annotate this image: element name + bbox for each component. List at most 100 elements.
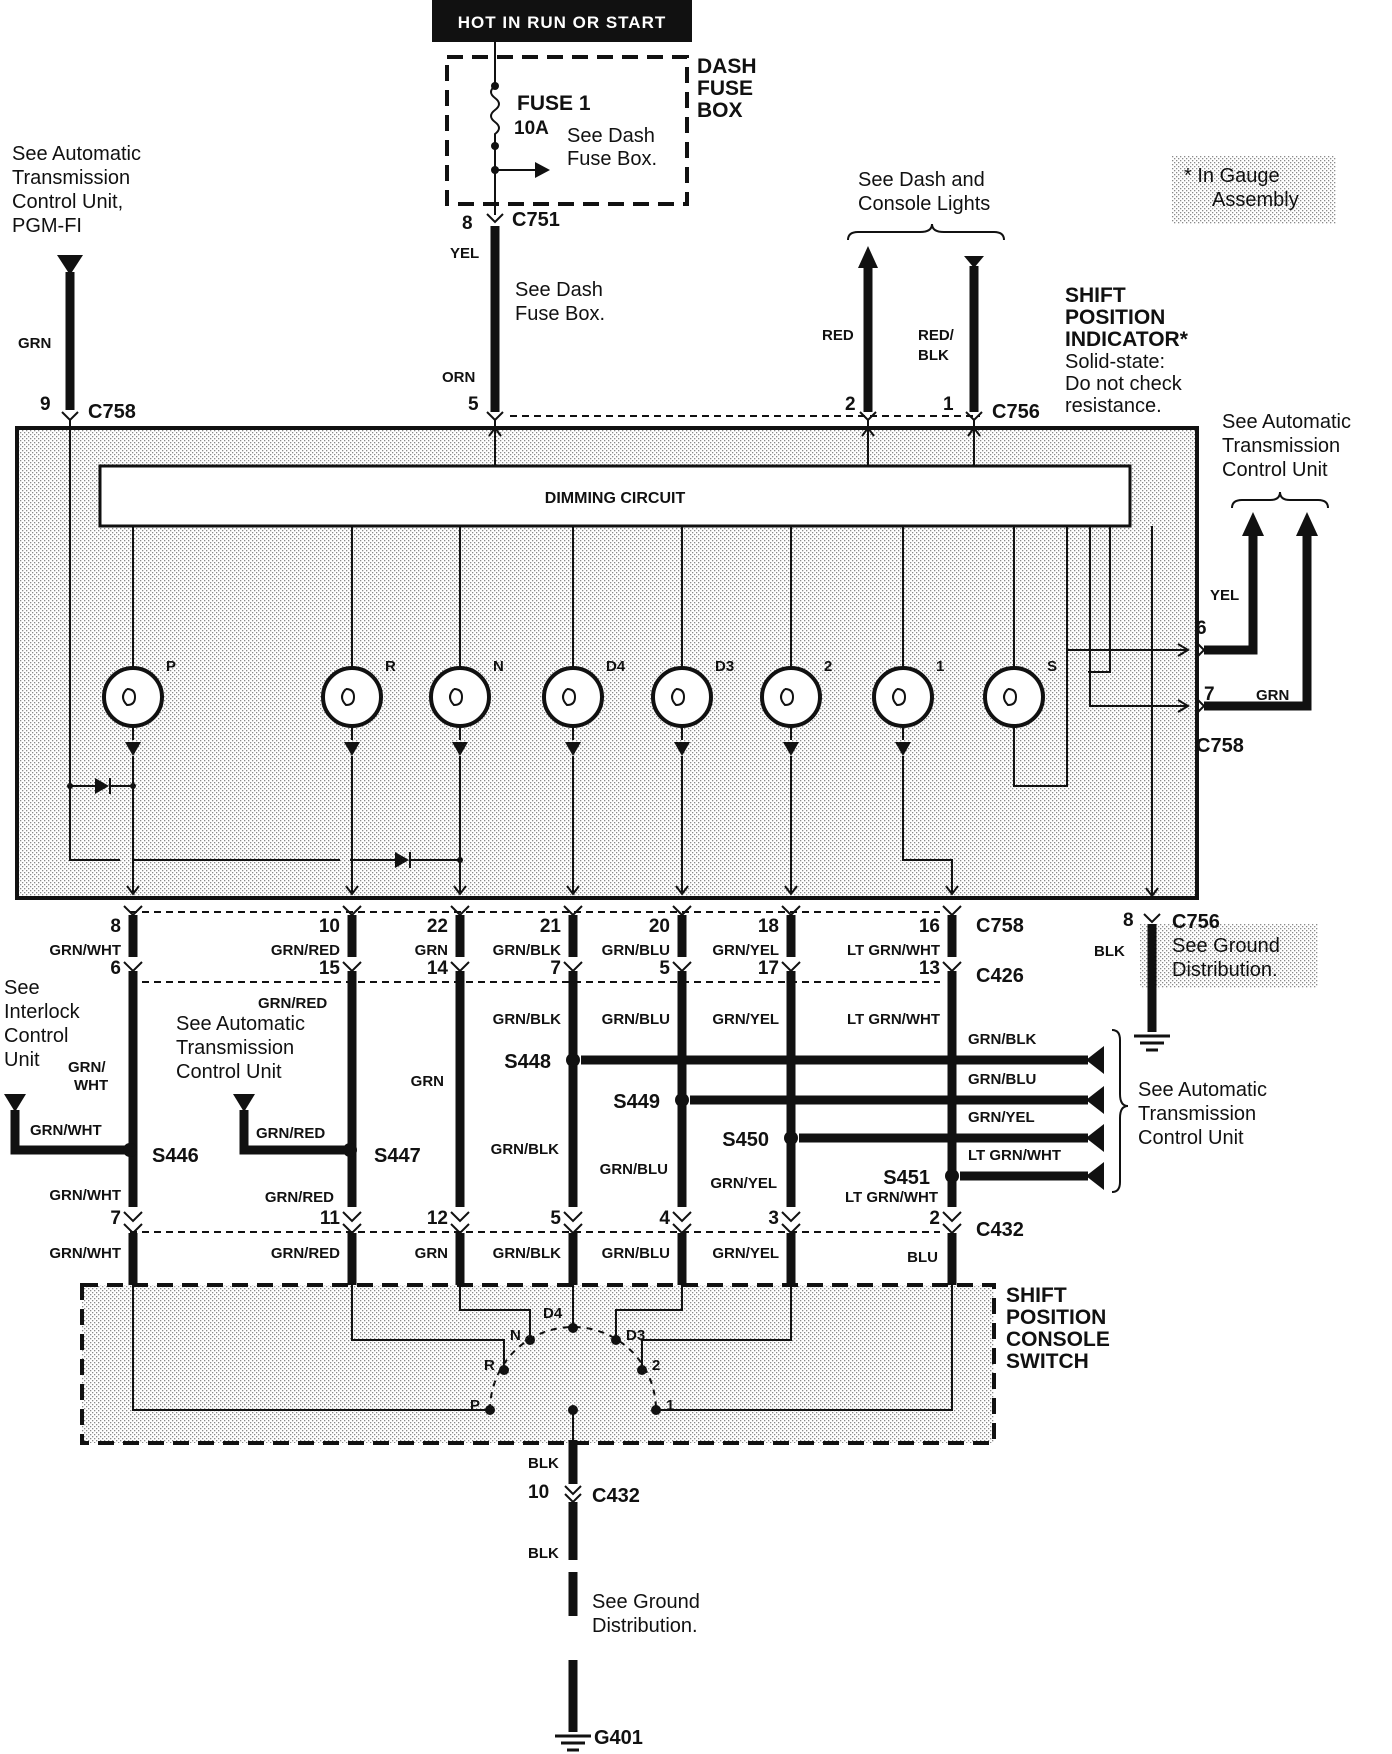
yel-output-wire [1204, 530, 1258, 655]
yel-internal-trace [1066, 526, 1188, 651]
lamp-n-bulb [429, 666, 491, 728]
grn-red-c426-pin: 15 [319, 958, 341, 979]
grn-c432-top-symbol [450, 1211, 470, 1223]
grn-red-label-mid: GRN/RED [265, 1189, 334, 1206]
grn-blk-c426-symbol [563, 961, 583, 973]
grn-yel-c432-pin: 3 [768, 1208, 779, 1229]
s446-branch-wire [10, 1110, 130, 1155]
grn-blk-internal-arrow [566, 885, 580, 896]
lamp-d4-label: D4 [606, 658, 626, 675]
wire-label-orn: ORN [442, 369, 475, 386]
atcu-top-note-line2: Transmission [1222, 435, 1340, 457]
fuse-box-title-line1: DASH [697, 55, 757, 78]
fuse-name: FUSE 1 [517, 92, 591, 115]
lamp-1-label: 1 [936, 658, 944, 675]
ground-bottom-note-line2: Distribution. [592, 1615, 698, 1637]
interlock-note-line3: Control [4, 1025, 68, 1047]
grn-c758-symbol [450, 905, 470, 917]
grn-internal-arrow [1177, 699, 1190, 713]
grn-wht-c426-pin: 6 [110, 958, 121, 979]
wire-label-red-blk-2: BLK [918, 347, 949, 364]
lamp-2-filament [780, 688, 795, 707]
dash-console-note-line2: Console Lights [858, 193, 990, 215]
s449-branch-label: GRN/BLU [968, 1071, 1036, 1088]
s446-splice [123, 1143, 137, 1157]
diode-n-symbol [395, 852, 409, 868]
grn-wht-c432-top-symbol [123, 1211, 143, 1223]
switch-position-p: P [470, 1397, 480, 1414]
grn-yel-c426-symbol [781, 961, 801, 973]
c758-grn-pin: 7 [1204, 684, 1215, 705]
fuse-rating: 10A [514, 118, 549, 139]
dash-fuse-box [445, 55, 689, 206]
bus-layer: 867GRN/WHTGRN/WHT101511GRN/REDGRN/RED221… [49, 756, 962, 1285]
grn-output-arrow [1296, 512, 1318, 536]
wire-label-grn-top: GRN [18, 335, 51, 352]
dimming-circuit-box [98, 464, 1132, 528]
lt-grn-wht-c758-pin: 16 [919, 916, 940, 937]
grn-yel-internal-arrow [784, 885, 798, 896]
grn-wht-internal-arrow [126, 885, 140, 896]
lamp-d3-led [674, 742, 690, 756]
switch-title-line2: POSITION [1006, 1306, 1106, 1329]
s450-label: S450 [722, 1129, 769, 1151]
switch-position-d3: D3 [626, 1327, 645, 1344]
wire-label-grn-wht-split-2: WHT [74, 1077, 108, 1094]
grn-red-c758-symbol [342, 905, 362, 917]
yel-output-arrow [1242, 512, 1264, 536]
console-switch-box [80, 1283, 996, 1445]
s448-branch-label: GRN/BLK [968, 1031, 1036, 1048]
c432-gnd-pin: 10 [528, 1482, 549, 1503]
s450-branch-arrow [1086, 1124, 1104, 1152]
grn-yel-c426-pin: 17 [758, 958, 779, 979]
g401-label: G401 [594, 1727, 643, 1749]
fuse-terminal-bottom [491, 142, 499, 150]
ground-internal-arrow [1145, 887, 1159, 898]
fuse-see-line1: See Dash [567, 125, 655, 147]
lt-grn-wht-label-mid: LT GRN/WHT [847, 1011, 940, 1028]
grn-red-internal-arrow [345, 885, 359, 896]
grn-blk-c758-pin: 21 [540, 916, 562, 937]
splice-layer: S448GRN/BLKS449GRN/BLUS450GRN/YELS451LT … [504, 1031, 1104, 1190]
ground-note-line1: See Ground [1172, 935, 1280, 957]
lt-grn-wht-label-top: LT GRN/WHT [847, 942, 940, 959]
c751-pin: 8 [462, 213, 473, 234]
console-switch-shading [82, 1285, 994, 1443]
wire-label-blk-right: BLK [1094, 943, 1125, 960]
s450-splice [784, 1131, 798, 1145]
atcu-mid-note-line2: Transmission [176, 1037, 294, 1059]
grn-red-label-bottom: GRN/RED [271, 1245, 340, 1262]
wire-label-yel-right: YEL [1210, 587, 1239, 604]
atcu-mid-note-line3: Control Unit [176, 1061, 282, 1083]
interlock-note-line2: Interlock [4, 1001, 81, 1023]
lamp-2-bulb [760, 666, 822, 728]
wire-label-grn-red-mid: GRN/RED [258, 995, 327, 1012]
shift-position-indicator-box [15, 426, 1199, 900]
grn-blk-c758-symbol [563, 905, 583, 917]
fuse-box-title-line3: BOX [697, 99, 743, 122]
grn-yel-label-low: GRN/YEL [710, 1175, 777, 1192]
switch-position-d4: D4 [543, 1305, 563, 1322]
atcu-pgm-note-line4: PGM-FI [12, 215, 82, 237]
interlock-note-line4: Unit [4, 1049, 40, 1071]
c758-yel-pin: 6 [1196, 618, 1207, 639]
fuse-box-title-line2: FUSE [697, 77, 753, 100]
lamp-d3-filament [671, 688, 686, 707]
ground-note-line2: Distribution. [1172, 959, 1278, 981]
s451-branch-label: LT GRN/WHT [968, 1147, 1061, 1164]
s446-label: S446 [152, 1145, 199, 1167]
grn-red-c758-pin: 10 [319, 916, 340, 937]
grn-internal-arrow [453, 885, 467, 896]
grn-wht-c432-bot-symbol [123, 1223, 143, 1235]
grn-wht-c758-pin: 8 [110, 916, 121, 937]
diode-p-symbol [95, 778, 109, 794]
grn-red-c432-top-symbol [342, 1211, 362, 1223]
grn-wht-c758-symbol [123, 905, 143, 917]
atcu-right-bracket [1111, 1029, 1129, 1193]
grn-c758-pin: 22 [427, 916, 448, 937]
switch-wire-1 [656, 1285, 953, 1411]
indicator-desc-line2: Do not check [1065, 373, 1183, 395]
s448-label: S448 [504, 1051, 551, 1073]
